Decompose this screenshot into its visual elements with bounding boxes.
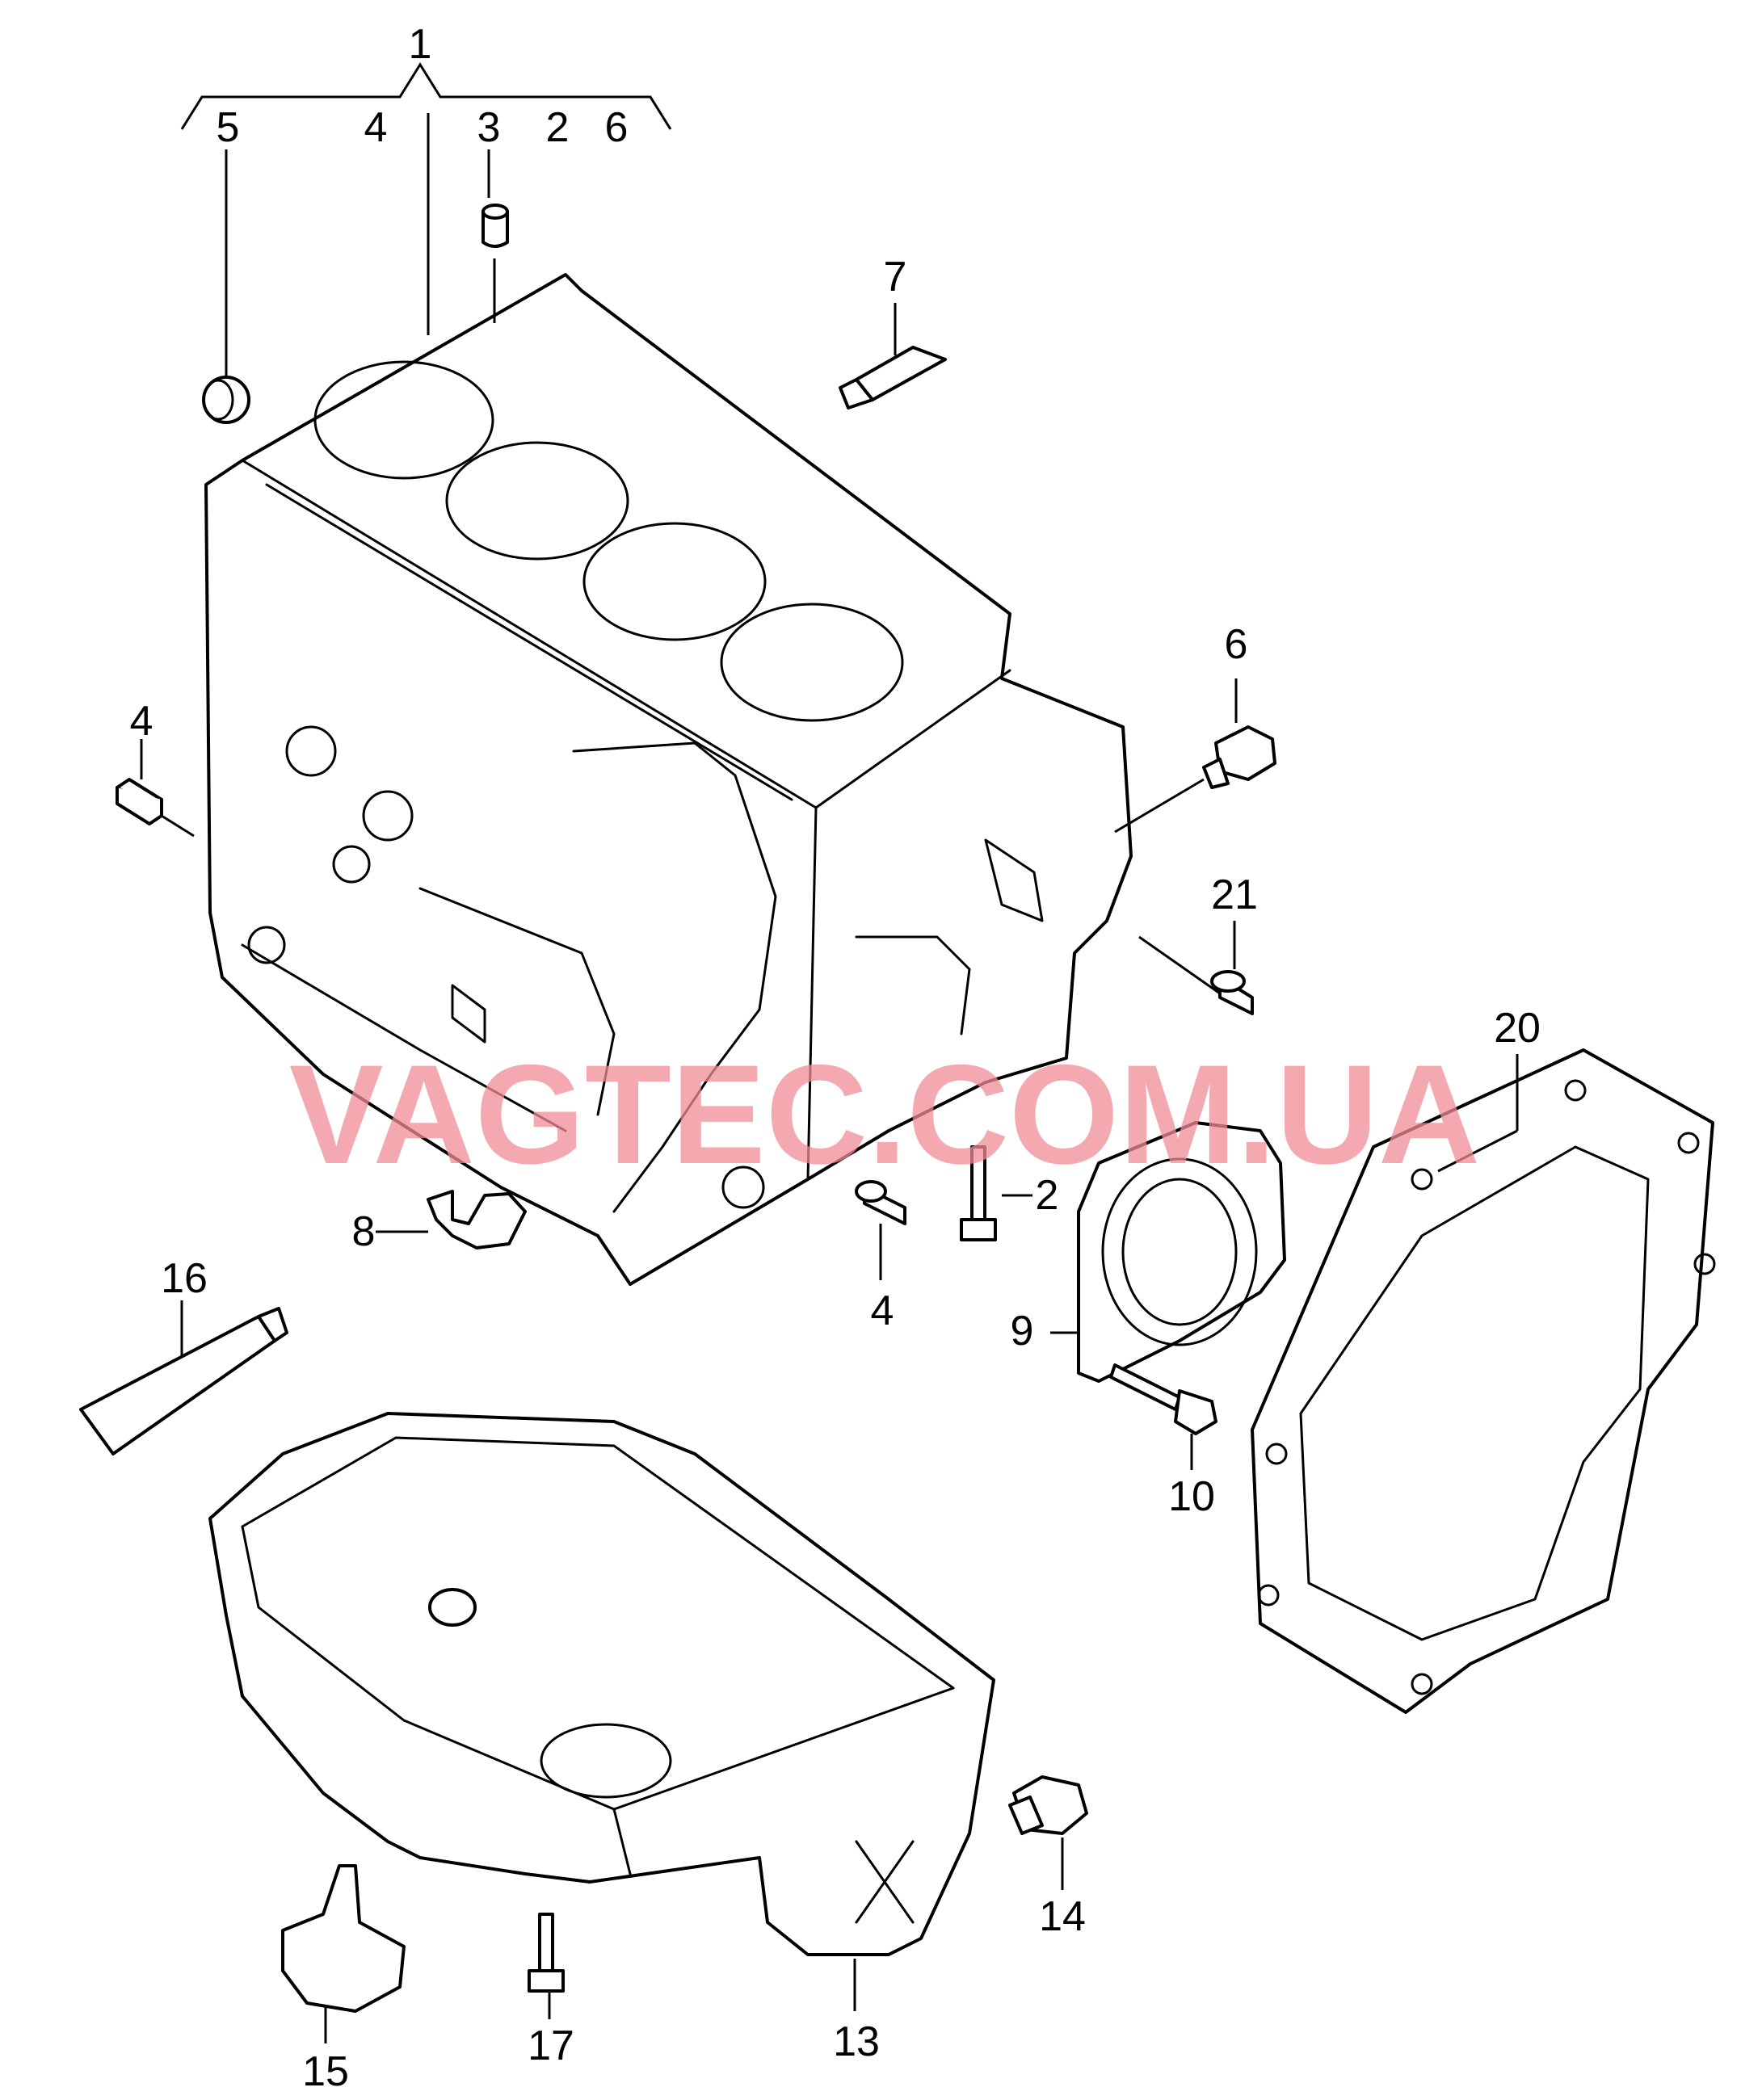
bolt-part-17 [528, 1913, 565, 1993]
callout-10: 10 [1168, 1473, 1215, 1520]
bolt-part-2 [960, 1145, 997, 1241]
seal-flange-part-9 [1077, 1121, 1286, 1383]
cylinder-bores [313, 360, 904, 722]
sleeve-part-3 [482, 204, 509, 248]
watermark: VAGTEC.COM.UA [289, 1036, 1481, 1194]
callout-9: 9 [1011, 1308, 1034, 1354]
callout-4-bottom: 4 [871, 1287, 894, 1334]
callout-3: 3 [477, 104, 501, 151]
sealant-tube-part-7 [839, 346, 947, 410]
gasket-part-20 [1251, 1048, 1716, 1714]
callout-1: 1 [409, 21, 432, 68]
callout-16: 16 [161, 1255, 208, 1302]
callout-4: 4 [364, 104, 388, 151]
callout-8: 8 [352, 1208, 376, 1255]
sealant-tube-part-16 [79, 1307, 288, 1455]
callout-2: 2 [546, 104, 570, 151]
plug-part-6 [1202, 725, 1276, 789]
callout-14: 14 [1039, 1893, 1086, 1940]
callout-2-bolt: 2 [1036, 1172, 1059, 1219]
engine-block [204, 273, 1133, 1286]
callout-labels: 1 5 4 3 2 6 7 6 4 21 20 2 8 4 9 16 10 14… [130, 21, 1541, 2095]
sensor-part-8 [427, 1190, 527, 1250]
sleeve-part-4-left [116, 778, 163, 825]
callout-21: 21 [1211, 872, 1258, 918]
oil-pan-part-13 [208, 1412, 995, 1956]
callout-6-plug: 6 [1225, 621, 1248, 668]
callout-15: 15 [302, 2048, 349, 2095]
oil-level-sensor-part-15 [281, 1864, 406, 2013]
leader-lines [140, 62, 1519, 2043]
sleeve-part-21 [1210, 970, 1254, 1015]
callout-6: 6 [605, 104, 629, 151]
callout-5: 5 [217, 104, 240, 151]
callout-20: 20 [1494, 1005, 1541, 1052]
callout-4-left: 4 [130, 698, 153, 745]
sleeve-part-4-bottom [855, 1180, 906, 1225]
plug-part-5 [202, 376, 250, 424]
callout-7: 7 [884, 254, 907, 300]
callout-13: 13 [833, 2018, 880, 2065]
callout-17: 17 [528, 2022, 574, 2069]
drain-plug-part-14 [1008, 1775, 1088, 1835]
bolt-part-10 [1109, 1363, 1217, 1435]
